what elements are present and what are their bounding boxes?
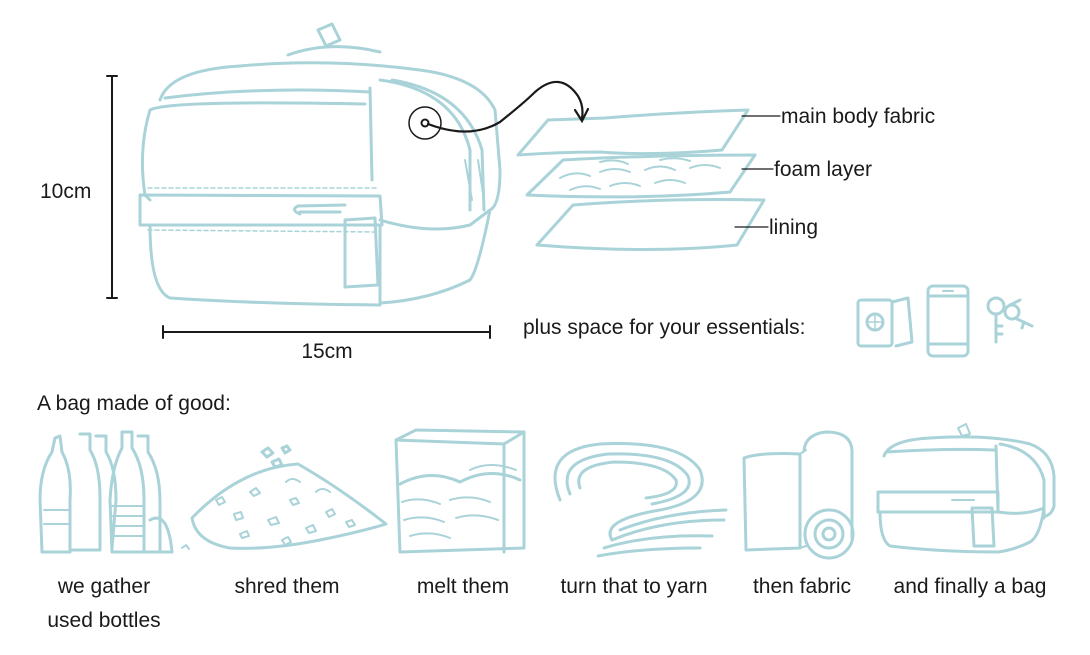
magnifier-callout [408, 80, 590, 140]
process-heading: A bag made of good: [37, 392, 231, 415]
width-dimension-line [162, 325, 491, 339]
step-label-line-1: we gather [57, 575, 151, 598]
step-label-shred: shred them [234, 575, 340, 598]
layer-main-fabric [516, 108, 750, 157]
keys-icon [986, 296, 1034, 344]
bottles-icon [38, 430, 174, 554]
height-dimension-line [106, 75, 118, 299]
layer-label-lining: lining [769, 216, 819, 239]
step-label-melt: melt them [416, 575, 510, 598]
layers-exploded-illustration [516, 108, 766, 251]
layer-leader-lines [734, 115, 781, 228]
step-label-bottles: we gather used bottles [47, 570, 160, 638]
melt-icon [394, 428, 526, 554]
step-label-bag: and finally a bag [893, 575, 1047, 598]
step-label-yarn: turn that to yarn [560, 575, 708, 598]
shreds-icon [181, 444, 388, 550]
step-label-fabric: then fabric [752, 575, 852, 598]
width-label: 15cm [301, 340, 353, 363]
bag-icon [876, 423, 1056, 554]
step-label-line-2: used bottles [47, 609, 161, 632]
phone-icon [926, 284, 970, 358]
essentials-label: plus space for your essentials: [523, 316, 806, 339]
fabric-roll-icon [742, 430, 855, 560]
yarn-icon [553, 442, 728, 558]
height-label: 10cm [40, 180, 92, 203]
layer-foam [525, 153, 757, 199]
layer-label-foam-layer: foam layer [774, 158, 873, 181]
layer-lining [535, 198, 766, 251]
main-bag-illustration [138, 22, 502, 307]
layer-label-main-body-fabric: main body fabric [781, 105, 936, 128]
passport-icon [856, 296, 914, 348]
